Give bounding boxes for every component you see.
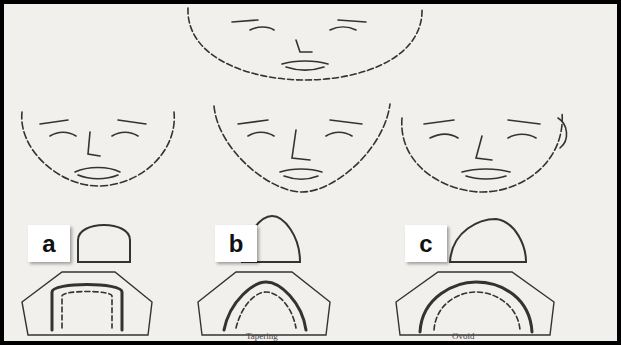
option-letter: a xyxy=(42,230,55,258)
arch-form-label: Ovoid xyxy=(452,331,475,341)
option-letter: c xyxy=(419,230,432,258)
arch-form-label: Tapering xyxy=(246,331,278,341)
letter-box: c xyxy=(405,225,447,262)
option-letter: b xyxy=(229,230,244,258)
letter-box: a xyxy=(28,225,70,262)
letter-box: b xyxy=(215,225,257,262)
